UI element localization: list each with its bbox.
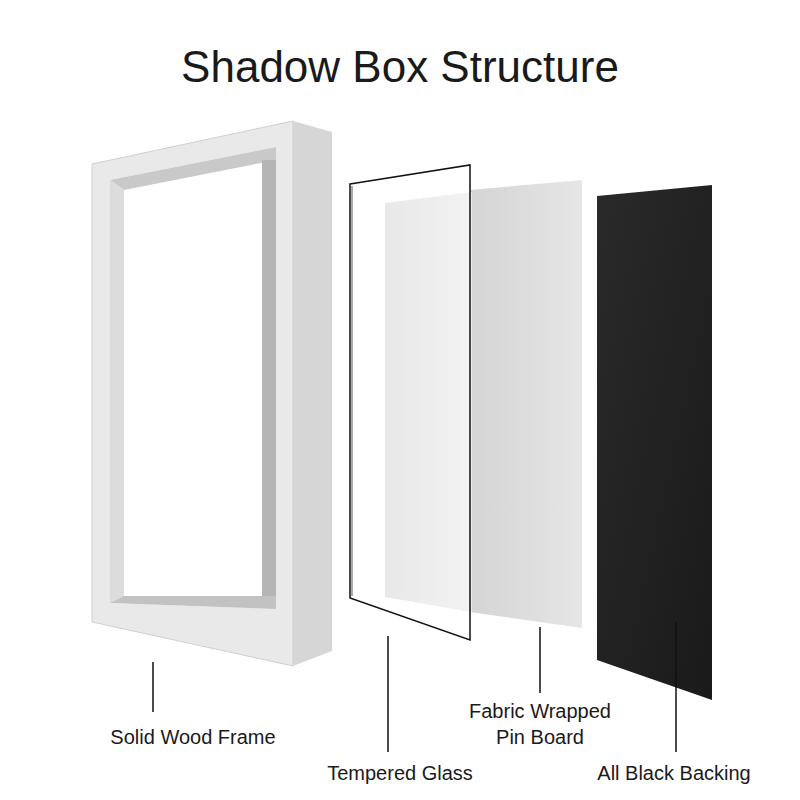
frame-inner-left: [110, 180, 124, 603]
black-backing: [597, 185, 712, 700]
frame-inner-bottom: [110, 596, 276, 609]
leader-line: [387, 636, 389, 752]
frame-inner-top: [110, 147, 276, 190]
leader-line: [152, 662, 154, 712]
frame-front: [92, 121, 293, 666]
frame-inner-right: [262, 160, 276, 596]
glass-edge: [352, 186, 353, 596]
wood-frame: [92, 121, 332, 666]
diagram-title: Shadow Box Structure: [181, 42, 619, 92]
part-label: All Black Backing: [597, 760, 750, 786]
part-label: Solid Wood Frame: [110, 724, 275, 750]
part-label: Fabric Wrapped Pin Board: [458, 698, 623, 750]
pin-board: [470, 180, 582, 628]
part-label: Tempered Glass: [327, 760, 473, 786]
frame-opening: [110, 147, 276, 609]
tempered-glass: [350, 165, 470, 640]
frame-side: [293, 121, 332, 666]
leader-line: [539, 627, 541, 693]
leader-line: [675, 622, 677, 752]
